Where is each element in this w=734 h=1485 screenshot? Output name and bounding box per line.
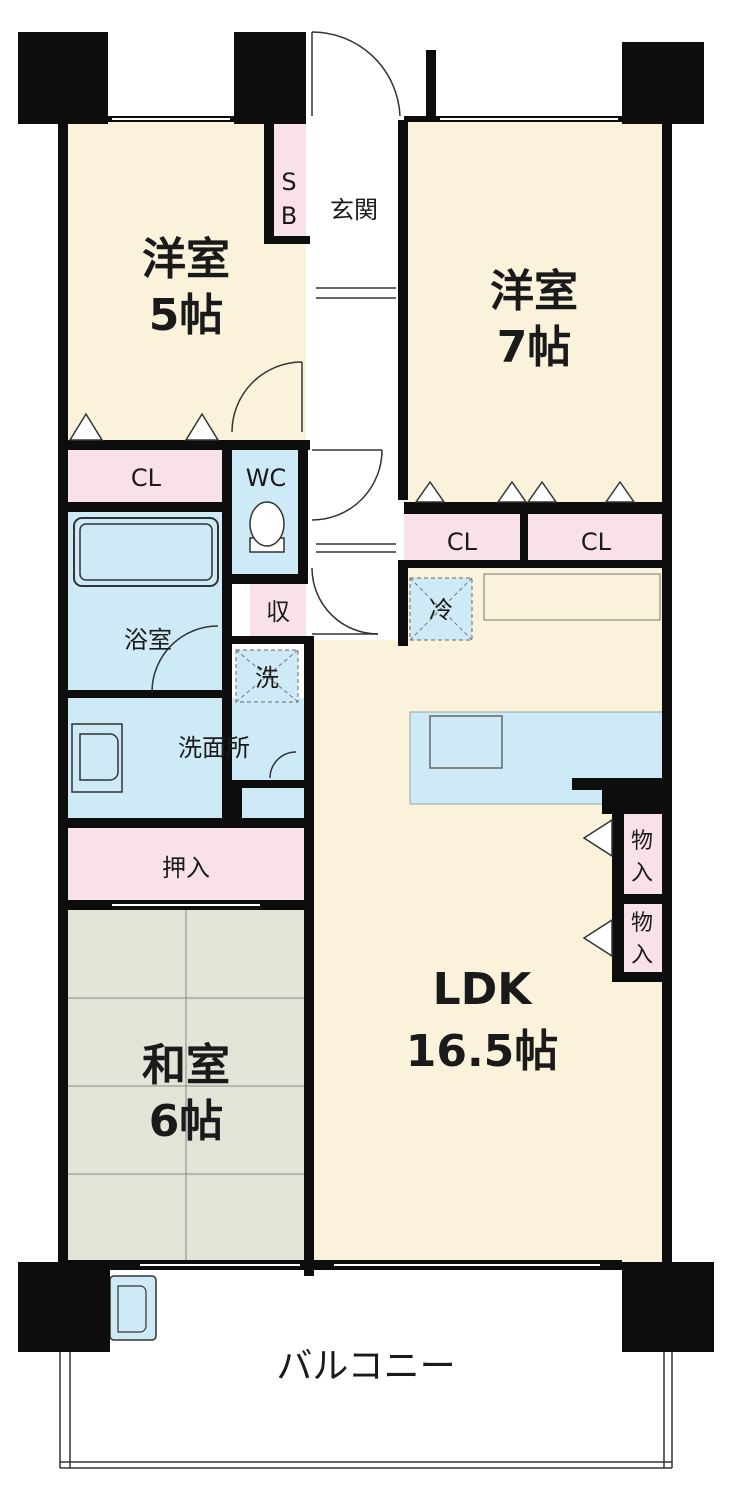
toilet-bowl [249,501,285,547]
label-storeroom-1b: 入 [631,861,653,886]
washer-space [235,649,299,703]
oshiire-cell [66,826,306,902]
windows [112,118,618,1266]
room-label-western-7: 洋室 [490,266,578,317]
room-label-western-5: 洋室 [142,234,230,285]
label-fridge: 冷 [429,596,453,624]
label-storage: 収 [266,598,290,626]
room-label-ldk: LDK [433,964,534,1015]
label-entrance: 玄関 [330,196,378,224]
label-washer: 洗 [255,664,279,692]
storeroom-1 [622,814,662,896]
balcony-railing [59,1352,673,1469]
label-shoe-box-s: S [281,168,296,196]
room-size-western-7: 7帖 [497,322,572,373]
tatami-lines [66,908,306,1262]
label-oshiire: 押入 [162,854,210,882]
label-shoe-box-b: B [281,202,297,230]
room-size-western-5: 5帖 [149,290,224,341]
label-storeroom-2b: 入 [631,943,653,968]
room-size-japanese: 6帖 [149,1096,224,1147]
label-bathroom: 浴室 [124,626,172,654]
room-size-ldk: 16.5帖 [406,1026,559,1077]
closet-7a [404,514,520,566]
balcony-floor [66,1270,664,1462]
closet-door-marks [68,412,636,958]
label-storeroom-2a: 物 [631,911,653,936]
storeroom-2 [622,902,662,972]
kitchen-sink [429,715,503,769]
western-room-7-floor [404,120,664,502]
storage-cell [250,584,306,636]
bathtub [73,517,219,587]
hallway-floor [306,120,404,640]
label-washroom: 洗面所 [178,734,250,762]
shoe-box [272,124,306,236]
door-swings [151,31,401,779]
label-wc: WC [246,464,287,492]
label-storeroom-1a: 物 [631,829,653,854]
label-closet-5: CL [131,464,162,492]
closet-7b [528,514,664,566]
kitchen-shelf [483,573,661,621]
label-closet-7b: CL [581,528,612,556]
closet-5 [66,450,222,502]
label-balcony: バルコニー [276,1346,455,1387]
ldk-floor [312,566,664,1262]
label-closet-7a: CL [447,528,478,556]
room-label-japanese: 和室 [142,1040,230,1091]
